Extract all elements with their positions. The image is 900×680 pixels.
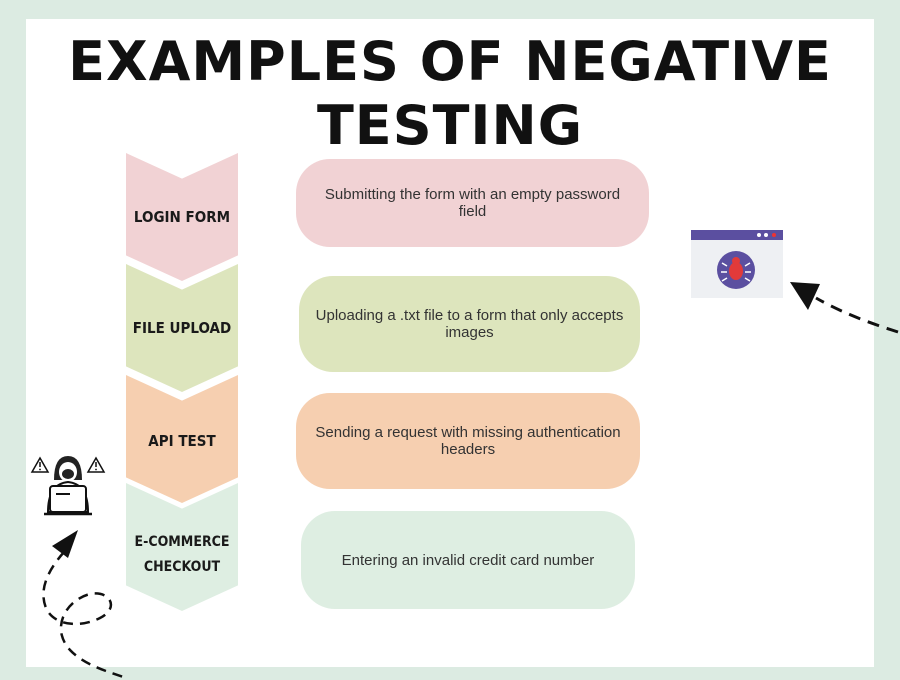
dashed-arrow-icon [42,530,127,680]
warning-icon [30,456,50,473]
dashed-arrow-icon [790,282,899,334]
step-label-line-2: CHECKOUT [143,559,221,575]
step-label: FILE UPLOAD [132,319,232,337]
step-description: Entering an invalid credit card number [301,511,635,609]
hacker-laptop-icon [30,456,106,516]
page-title: EXAMPLES OF NEGATIVE TESTING [68,30,832,157]
step-label-line-1: E-COMMERCE [134,534,230,550]
step-description: Uploading a .txt file to a form that onl… [299,276,640,372]
warning-icon [86,456,106,473]
step-description: Submitting the form with an empty passwo… [296,159,649,247]
step-description: Sending a request with missing authentic… [296,393,640,489]
browser-bug-icon [691,230,783,298]
step-label: LOGIN FORM [133,208,231,226]
step-label: API TEST [148,432,216,450]
